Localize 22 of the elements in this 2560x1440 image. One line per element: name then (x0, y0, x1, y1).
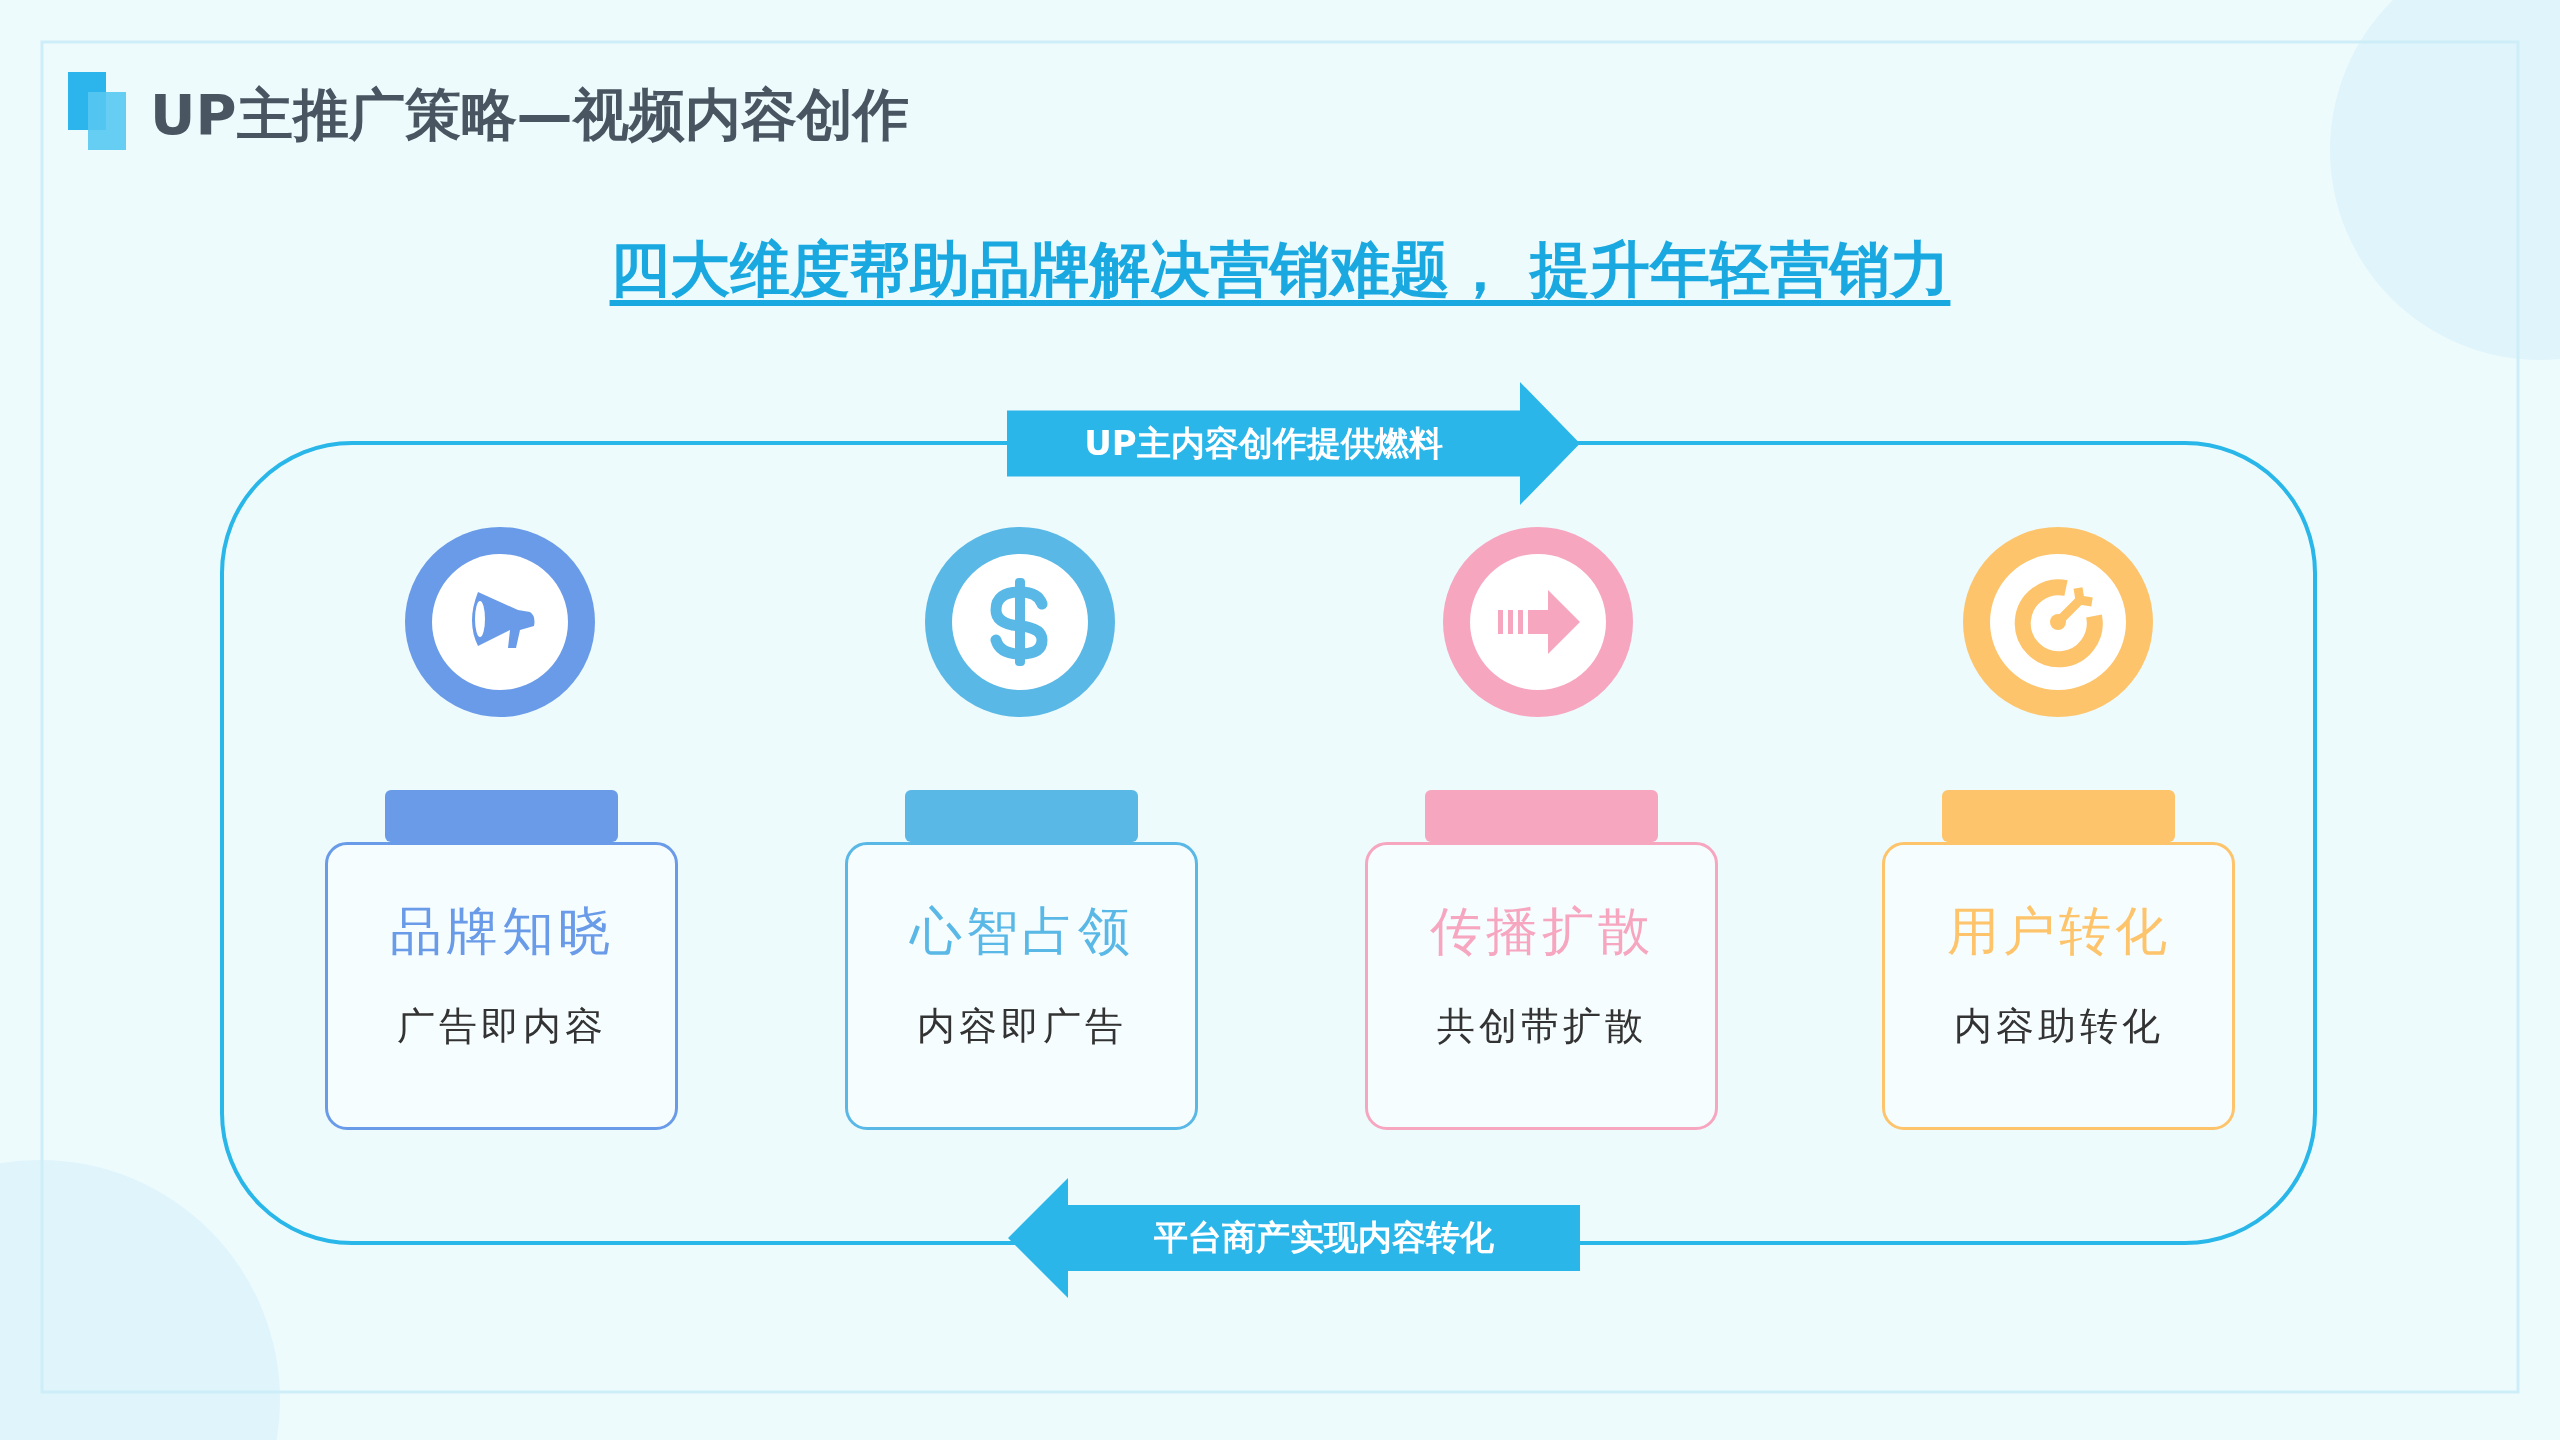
card-tab (385, 790, 618, 842)
category-card (1882, 842, 2235, 1130)
card-heading: 用户转化 (1946, 900, 2171, 963)
arrow-banner (1007, 382, 1580, 505)
card-text: 内容即广告 (916, 1003, 1127, 1050)
card-heading: 心智占领 (909, 900, 1134, 963)
category-card (1365, 842, 1718, 1130)
card-tab (1425, 790, 1658, 842)
card-heading: 传播扩散 (1429, 900, 1654, 963)
card-tab (905, 790, 1138, 842)
category-card (325, 842, 678, 1130)
category-card (845, 842, 1198, 1130)
card-text: 共创带扩散 (1436, 1003, 1647, 1050)
banner-label: 平台商产实现内容转化 (1154, 1216, 1494, 1259)
subtitle: 四大维度帮助品牌解决营销难题， 提升年轻营销力 (609, 234, 1951, 304)
arrow-banner (1008, 1178, 1580, 1298)
card-heading: 品牌知晓 (389, 900, 614, 963)
page-title: UP主推广策略—视频内容创作 (150, 81, 909, 149)
card-tab (1942, 790, 2175, 842)
card-text: 广告即内容 (396, 1003, 607, 1050)
banner-label: UP主内容创作提供燃料 (1084, 421, 1443, 465)
card-text: 内容助转化 (1953, 1003, 2164, 1050)
